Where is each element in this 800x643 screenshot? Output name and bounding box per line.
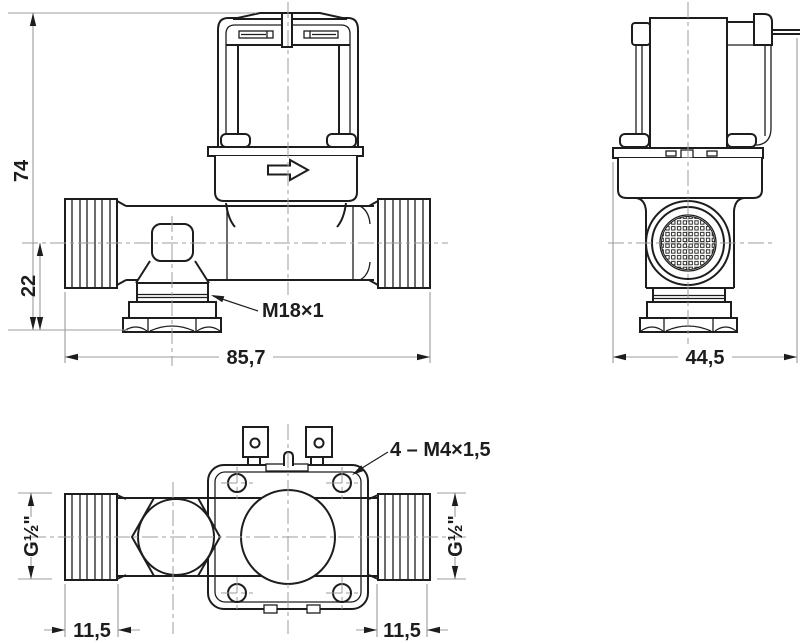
side-view bbox=[612, 13, 800, 333]
coil-center-tab bbox=[281, 12, 293, 48]
spade-terminal-side bbox=[753, 13, 773, 46]
solenoid-coil-front bbox=[207, 12, 364, 162]
dimensions: 74 22 85,7 M18×1 bbox=[8, 12, 798, 642]
drain-thread-label: M18×1 bbox=[262, 300, 324, 322]
dim-thread-right: G½" bbox=[437, 492, 467, 580]
valve-body-side bbox=[617, 158, 763, 333]
bottom-view bbox=[64, 426, 431, 614]
solenoid-coil-side bbox=[612, 13, 800, 159]
dim-overall-width-label: 85,7 bbox=[227, 347, 266, 369]
valve-mid-body bbox=[214, 156, 358, 228]
dim-overall-width: 85,7 bbox=[64, 292, 431, 369]
front-view bbox=[64, 12, 431, 333]
thread-length-right-label: 11,5 bbox=[383, 620, 421, 642]
dim-depth: 44,5 bbox=[612, 38, 798, 369]
dim-overall-height-label: 74 bbox=[11, 159, 33, 182]
dim-drain-height: 22 bbox=[18, 243, 44, 330]
dim-depth-label: 44,5 bbox=[686, 347, 725, 369]
spade-terminals-bottom bbox=[242, 426, 333, 466]
coil-flange bbox=[207, 146, 364, 157]
dim-drain-height-label: 22 bbox=[18, 275, 40, 297]
label-drain-thread: M18×1 bbox=[209, 291, 324, 322]
terminal-slot-right bbox=[303, 30, 339, 39]
dim-thread-left: G½" bbox=[18, 492, 52, 580]
dim-thread-length-right: 11,5 bbox=[356, 584, 448, 642]
thread-left-label: G½" bbox=[21, 515, 43, 557]
thread-right-label: G½" bbox=[445, 515, 467, 557]
dim-thread-length-left: 11,5 bbox=[44, 584, 140, 642]
centerlines bbox=[22, 2, 776, 634]
dim-overall-height: 74 bbox=[8, 12, 256, 331]
label-mounting-thread: 4 – M4×1,5 bbox=[350, 439, 491, 478]
thread-length-left-label: 11,5 bbox=[73, 620, 111, 642]
mounting-thread-label: 4 – M4×1,5 bbox=[390, 439, 491, 461]
terminal-slot-left bbox=[238, 30, 274, 39]
